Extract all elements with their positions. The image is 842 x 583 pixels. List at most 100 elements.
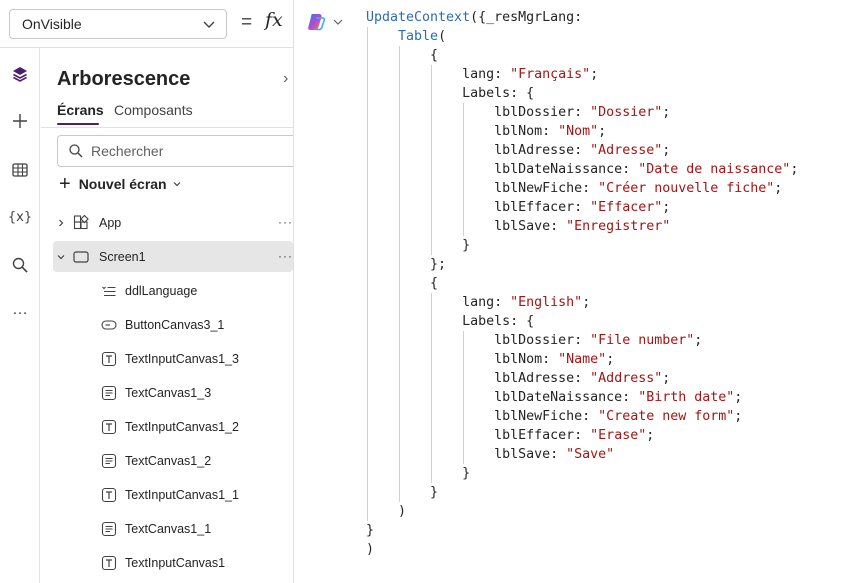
code-line[interactable]: }; [366, 255, 798, 274]
data-button[interactable] [4, 154, 36, 186]
code-line[interactable]: lblDateNaissance: "Birth date"; [366, 388, 798, 407]
icon-rail: {x} … [0, 48, 40, 583]
tree-item-label: TextInputCanvas1_2 [125, 419, 239, 434]
code-indent [366, 124, 494, 139]
code-token: } [462, 238, 471, 253]
tree-view-button[interactable] [4, 58, 36, 90]
code-line[interactable]: { [366, 46, 798, 65]
code-line[interactable]: Table( [366, 27, 798, 46]
code-token: "Create new form" [598, 409, 735, 424]
code-indent [366, 257, 430, 272]
search-button[interactable] [4, 249, 36, 281]
code-line[interactable]: lblDossier: "File number"; [366, 331, 798, 350]
code-token: lblSave: [494, 447, 567, 462]
tree-item-buttoncanvas3-1[interactable]: ButtonCanvas3_1 [53, 309, 293, 340]
code-token: ; [662, 200, 671, 215]
code-line[interactable]: lblDossier: "Dossier"; [366, 103, 798, 122]
code-token: UpdateContext [366, 10, 471, 25]
code-token: lblNom: [494, 352, 559, 367]
code-token: ; [606, 352, 615, 367]
code-line[interactable]: lblDateNaissance: "Date de naissance"; [366, 160, 798, 179]
new-screen-button[interactable]: + Nouvel écran [59, 174, 182, 194]
code-line[interactable]: lang: "English"; [366, 293, 798, 312]
code-indent [366, 447, 494, 462]
more-button[interactable]: … [4, 294, 36, 326]
code-token: lang: [462, 67, 511, 82]
code-line[interactable]: lblAdresse: "Adresse"; [366, 141, 798, 160]
chevron-right-icon[interactable] [53, 218, 69, 228]
insert-button[interactable] [4, 105, 36, 137]
code-line[interactable]: lblEffacer: "Erase"; [366, 426, 798, 445]
code-indent [366, 238, 462, 253]
formula-editor[interactable]: UpdateContext({_resMgrLang: Table( { lan… [294, 0, 842, 583]
code-token: "Save" [566, 447, 615, 462]
tree-item-app[interactable]: App ··· [53, 207, 293, 238]
code-area[interactable]: UpdateContext({_resMgrLang: Table( { lan… [366, 8, 798, 559]
code-indent [366, 86, 462, 101]
copilot-button[interactable] [306, 12, 344, 32]
indent-guide [463, 331, 465, 464]
tree-item-textcanvas1-2[interactable]: TextCanvas1_2 [53, 445, 293, 476]
collapse-panel-icon[interactable]: › [283, 70, 289, 87]
code-token: ; [662, 371, 671, 386]
code-line[interactable]: lblEffacer: "Effacer"; [366, 198, 798, 217]
code-token: ( [438, 29, 447, 44]
tree-item-textinputcanvas1-2[interactable]: TextInputCanvas1_2 [53, 411, 293, 442]
code-line[interactable]: ) [366, 540, 798, 559]
tree-item-screen1[interactable]: Screen1 ··· [53, 241, 293, 272]
tree-item-textcanvas1-1[interactable]: TextCanvas1_1 [53, 513, 293, 544]
tree-item-textinputcanvas1[interactable]: TextInputCanvas1 [53, 547, 293, 578]
code-line[interactable]: } [366, 236, 798, 255]
code-line[interactable]: { [366, 274, 798, 293]
code-line[interactable]: lang: "Français"; [366, 65, 798, 84]
code-line[interactable]: ) [366, 502, 798, 521]
code-line[interactable]: Labels: { [366, 84, 798, 103]
more-options-icon[interactable]: ··· [278, 215, 293, 229]
code-line[interactable]: Labels: { [366, 312, 798, 331]
code-indent [366, 162, 494, 177]
more-icon: … [12, 301, 28, 318]
code-token: ; [734, 390, 743, 405]
code-line[interactable]: lblNom: "Name"; [366, 350, 798, 369]
code-line[interactable]: lblAdresse: "Address"; [366, 369, 798, 388]
code-token: ; [774, 181, 783, 196]
tree-item-ddllanguage[interactable]: ddlLanguage [53, 275, 293, 306]
code-line[interactable]: lblSave: "Enregistrer" [366, 217, 798, 236]
code-token: lblNewFiche: [494, 181, 599, 196]
property-value: OnVisible [22, 16, 82, 32]
panel-divider[interactable] [293, 0, 294, 583]
tree-item-label: TextInputCanvas1_3 [125, 351, 239, 366]
code-indent [366, 371, 494, 386]
search-box[interactable] [57, 135, 293, 167]
code-line[interactable]: } [366, 483, 798, 502]
code-line[interactable]: UpdateContext({_resMgrLang: [366, 8, 798, 27]
more-options-icon[interactable]: ··· [278, 249, 293, 263]
tree-item-textcanvas1-3[interactable]: TextCanvas1_3 [53, 377, 293, 408]
code-line[interactable]: lblNewFiche: "Créer nouvelle fiche"; [366, 179, 798, 198]
indent-guide [431, 293, 433, 483]
tree-item-textinputcanvas1-3[interactable]: TextInputCanvas1_3 [53, 343, 293, 374]
code-token: ; [598, 124, 607, 139]
text-input-icon [99, 350, 119, 368]
code-indent [366, 181, 494, 196]
code-token: lblNewFiche: [494, 409, 599, 424]
text-icon [99, 520, 119, 538]
code-line[interactable]: } [366, 464, 798, 483]
property-dropdown[interactable]: OnVisible [9, 9, 227, 39]
chevron-down-icon[interactable] [53, 252, 69, 262]
code-token: ; [646, 428, 655, 443]
code-line[interactable]: lblNom: "Nom"; [366, 122, 798, 141]
search-input[interactable] [91, 143, 281, 159]
tree-item-textinputcanvas1-1[interactable]: TextInputCanvas1_1 [53, 479, 293, 510]
code-line[interactable]: } [366, 521, 798, 540]
tab-screens[interactable]: Écrans [57, 102, 104, 118]
search-icon [69, 144, 83, 158]
app-icon [71, 214, 91, 232]
code-line[interactable]: lblSave: "Save" [366, 445, 798, 464]
fx-icon[interactable]: fx [265, 9, 283, 31]
code-line[interactable]: lblNewFiche: "Create new form"; [366, 407, 798, 426]
tab-components[interactable]: Composants [114, 102, 193, 118]
code-token: ; [790, 162, 799, 177]
variables-button[interactable]: {x} [4, 201, 36, 233]
code-token: } [462, 466, 471, 481]
